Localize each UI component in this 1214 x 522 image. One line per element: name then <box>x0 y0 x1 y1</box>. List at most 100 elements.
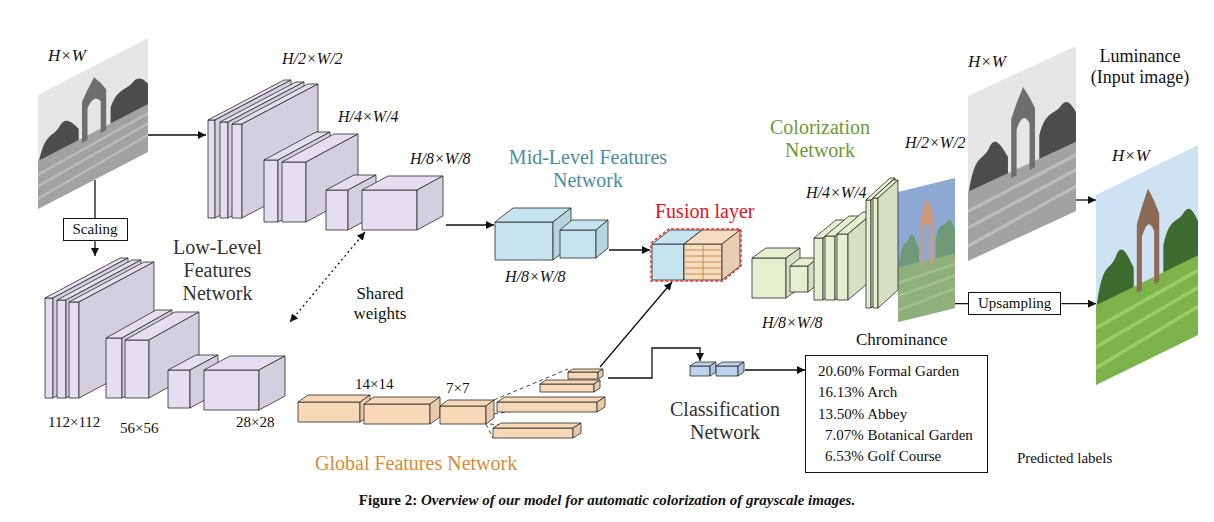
box-title: Predicted labels <box>1017 448 1112 469</box>
dimension-label: H/4×W/4 <box>338 108 399 126</box>
layer-block <box>873 180 898 308</box>
block-face <box>690 366 710 376</box>
connector-arrow <box>745 369 805 370</box>
dimension-label: 56×56 <box>120 420 158 437</box>
image-label: Chrominance <box>856 330 948 350</box>
block-face <box>594 380 600 392</box>
dimension-label: H/2×W/2 <box>905 134 966 152</box>
block-face <box>264 160 278 222</box>
layer-block <box>540 380 600 392</box>
process-box: Scaling <box>63 218 128 241</box>
block-face <box>873 198 878 308</box>
label-list-box: 20.60% Formal Garden16.13% Arch13.50% Ab… <box>805 355 988 473</box>
block-face <box>825 236 835 300</box>
block-face <box>298 395 370 402</box>
list-item: 16.13% Arch <box>818 382 973 403</box>
layer-block <box>497 397 605 412</box>
block-face <box>866 200 871 308</box>
block-face <box>710 362 716 376</box>
dimension-label: H×W <box>48 46 86 66</box>
block-face <box>540 384 594 392</box>
wire <box>94 180 95 209</box>
box-label: Scaling <box>73 221 118 238</box>
block-face <box>493 428 573 438</box>
block-face <box>208 120 215 218</box>
block-face <box>878 180 898 308</box>
layer-block <box>440 400 494 424</box>
chrominance-image: Chrominance <box>898 178 955 322</box>
image-label: Luminance (Input image) <box>1080 46 1200 87</box>
block-face <box>493 423 581 428</box>
colorized-output-image <box>1096 145 1198 385</box>
connector-arrow <box>94 209 95 218</box>
block-face <box>837 234 848 300</box>
block-face <box>282 162 306 222</box>
network-name: Low-Level Features Network <box>165 236 270 305</box>
dimension-label: H/2×W/2 <box>282 50 343 68</box>
dimension-label: 7×7 <box>446 380 469 397</box>
layer-block <box>493 423 581 438</box>
block-face <box>790 266 808 292</box>
dimension-label: 14×14 <box>355 376 393 393</box>
block-face <box>560 230 596 258</box>
block-face <box>125 340 149 398</box>
dimension-label: H/8×W/8 <box>410 150 471 168</box>
block-face <box>596 220 608 258</box>
dimension-label: H/4×W/4 <box>806 184 867 202</box>
block-face <box>364 397 440 404</box>
network-block-stack: Colorization NetworkH/4×W/4H/2×W/2H/8×W/… <box>750 176 898 310</box>
dashed-line <box>486 424 493 438</box>
dashed-line <box>494 397 605 414</box>
block-face <box>497 402 597 412</box>
block-face <box>814 238 823 300</box>
network-name: Colorization Network <box>755 116 885 162</box>
block-face <box>106 338 122 398</box>
dimension-label: 112×112 <box>48 414 100 431</box>
network-block-stack: Mid-Level Features NetworkH/8×W/8 <box>494 207 609 261</box>
input-grayscale-image <box>38 38 148 209</box>
connector-arrow <box>1061 303 1096 304</box>
block-face <box>440 400 494 406</box>
fusion-stripes <box>685 244 721 280</box>
block-face <box>738 362 744 376</box>
network-name: Classification Network <box>655 398 795 444</box>
block-face <box>298 402 360 422</box>
block-face <box>598 369 603 379</box>
block-face <box>440 406 486 424</box>
fusion-overlay <box>651 229 741 281</box>
fusion-outline <box>651 229 741 281</box>
chrominance-image <box>898 178 955 322</box>
connector-arrow <box>609 249 650 250</box>
network-name: Global Features Network <box>315 452 517 475</box>
block-face <box>486 400 494 424</box>
block-face <box>326 190 348 230</box>
layer-block <box>560 220 608 258</box>
block-face <box>684 244 722 280</box>
network-block-stack: H/2×W/2H/4×W/4H/8×W/8Low-Level Features … <box>206 78 446 232</box>
layer-block <box>690 362 716 376</box>
block-face <box>362 190 417 230</box>
connector-arrow <box>94 241 95 256</box>
connector-arrow <box>1076 199 1096 200</box>
block-face <box>573 423 581 438</box>
block-face <box>204 370 259 410</box>
box-label: Upsampling <box>978 295 1051 312</box>
layer-block <box>684 230 740 280</box>
layer-block <box>204 356 285 410</box>
block-face <box>364 404 430 424</box>
block-face <box>168 370 190 408</box>
edge-label: Shared weights <box>344 284 416 323</box>
dimension-label: H/8×W/8 <box>762 314 823 332</box>
layer-block <box>568 369 603 379</box>
luminance-image: H×WLuminance (Input image) <box>968 46 1076 261</box>
block-face <box>430 397 440 424</box>
block-face <box>259 356 285 410</box>
block-face <box>497 397 605 402</box>
input-image: H×W <box>38 38 148 209</box>
connector-arrow <box>446 224 494 225</box>
connector-arrow <box>608 348 700 378</box>
layer-block <box>298 395 370 422</box>
layer-block <box>362 176 443 230</box>
block-face <box>722 230 740 280</box>
